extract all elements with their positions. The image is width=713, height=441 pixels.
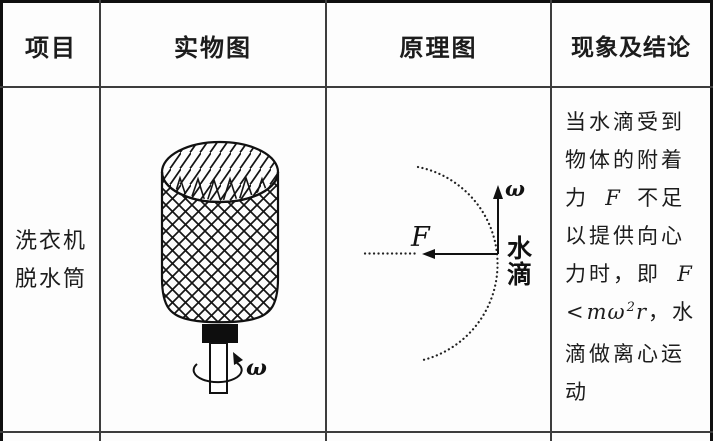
bottom-row-divider xyxy=(0,431,713,433)
drum-rim-zigzag xyxy=(164,175,276,200)
conclusion-text-line: <mω2r，水 xyxy=(566,300,696,324)
drive-shaft xyxy=(209,342,228,394)
drum-hub xyxy=(202,324,238,343)
water-drop-label-char2: 滴 xyxy=(507,260,532,289)
header-conclusion: 现象及结论 xyxy=(571,35,691,60)
conclusion-text-line: 当水滴受到 xyxy=(565,110,685,134)
physical-diagram-cell: ω xyxy=(101,88,325,432)
conclusion-text-line: 力 F 不足 xyxy=(565,186,686,210)
omega-label: ω xyxy=(246,355,267,381)
header-principle: 原理图 xyxy=(399,35,478,62)
item-line-1: 洗衣机 xyxy=(14,227,87,253)
force-arrowhead xyxy=(422,249,435,259)
spin-dryer-drum-drawing: ω xyxy=(160,140,280,394)
item-line-2: 脱水筒 xyxy=(14,265,87,291)
header-physical: 实物图 xyxy=(174,35,252,62)
column-divider-3 xyxy=(550,0,552,441)
drum-body-outline xyxy=(160,172,280,324)
item-cell: 洗衣机 脱水筒 xyxy=(3,88,99,431)
drum-front-rim xyxy=(160,171,280,204)
rotation-arrow xyxy=(192,362,243,384)
drum-body-mesh xyxy=(162,172,278,323)
column-divider-1 xyxy=(99,0,101,441)
column-divider-2 xyxy=(325,0,327,441)
header-row-divider xyxy=(0,86,713,88)
rotation-arrowhead xyxy=(233,352,243,365)
table-border-right xyxy=(710,0,713,441)
omega-arrowhead xyxy=(493,185,503,199)
table-border-top xyxy=(0,0,713,3)
omega-label: ω xyxy=(505,176,525,201)
force-label: F xyxy=(410,222,431,253)
conclusion-text-line: 滴做离心运 xyxy=(565,342,685,366)
water-drop-force-diagram: F ω 水 滴 xyxy=(363,165,533,362)
table-border-left xyxy=(0,0,3,441)
conclusion-text-line: 以提供向心 xyxy=(565,224,685,248)
principle-diagram-cell: F ω 水 滴 xyxy=(327,88,550,432)
conclusion-text-line: 力时，即 F xyxy=(565,262,693,286)
conclusion-cell: 当水滴受到物体的附着力 F 不足以提供向心力时，即 F <mω2r，水滴做离心运动 xyxy=(552,88,710,432)
header-item: 项目 xyxy=(25,35,77,62)
conclusion-text-line: 物体的附着 xyxy=(565,148,685,172)
dotted-circle-arc xyxy=(416,165,499,362)
water-drop-label-char1: 水 xyxy=(507,235,533,263)
conclusion-text-line: 动 xyxy=(565,380,589,404)
